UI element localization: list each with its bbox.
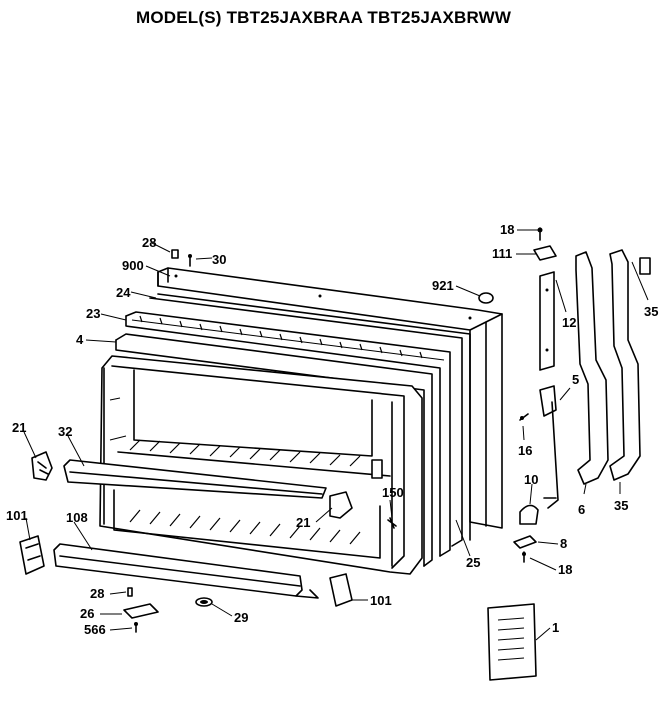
hinge-bracket-5 [539,385,559,509]
callout-150: 150 [382,485,404,500]
callout-108: 108 [66,510,88,525]
bottom-trim-bar [53,543,319,599]
callout-18-bottom: 18 [558,562,572,577]
door-gasket [149,293,471,547]
door-outer-panel [157,267,503,529]
callout-labels: 28 30 900 921 24 18 111 12 35 23 4 5 21 … [6,222,658,637]
callout-12: 12 [562,315,576,330]
door-handle-6 [575,251,609,485]
screw-28-top [171,249,179,259]
owners-manual-1 [487,603,537,681]
callout-566: 566 [84,622,106,637]
bracket-26 [123,603,159,619]
shelf-end-cap-21-left [31,451,53,481]
callout-16: 16 [518,443,532,458]
hinge-pin-8 [513,535,537,549]
callout-29: 29 [234,610,248,625]
bottom-end-cap-101-left [19,535,45,575]
callout-35-handle: 35 [614,498,628,513]
callout-4: 4 [76,332,84,347]
door-handle-35 [609,249,641,481]
callout-26: 26 [80,606,94,621]
door-frame-23 [125,311,451,557]
callout-24: 24 [116,285,131,300]
screw-18-bottom [522,551,526,563]
callout-23: 23 [86,306,100,321]
leader-lines [23,229,649,641]
callout-8: 8 [560,536,567,551]
callout-35-insert: 35 [644,304,658,319]
inner-door-liner [99,355,423,575]
page-title: MODEL(S) TBT25JAXBRAA TBT25JAXBRWW [136,8,512,27]
hinge-plate-12 [539,271,555,371]
screw-18-top [537,227,543,241]
callout-111: 111 [492,246,512,261]
callout-18-top: 18 [500,222,514,237]
callout-32: 32 [58,424,72,439]
grommet-29 [195,597,213,607]
screw-30 [188,254,192,267]
callout-28-bottom: 28 [90,586,104,601]
screw-566 [134,622,138,633]
screw-16 [519,413,529,421]
callout-6: 6 [578,502,585,517]
callout-101-right: 101 [370,593,392,608]
callout-1: 1 [552,620,559,635]
handle-insert-35 [639,257,651,275]
hinge-cap-111 [533,245,557,261]
callout-921: 921 [432,278,454,293]
callout-30: 30 [212,252,226,267]
callout-21-left: 21 [12,420,26,435]
callout-28-top: 28 [142,235,156,250]
shelf-end-cap-21-right [329,491,353,519]
door-shelf-bar [63,459,327,499]
bottom-end-cap-101-right [329,573,353,607]
callout-101-left: 101 [6,508,28,523]
plug-921 [478,292,494,304]
door-frame-4 [115,333,433,567]
callout-25: 25 [466,555,480,570]
callout-10: 10 [524,472,538,487]
screw-150 [387,517,397,529]
callout-900: 900 [122,258,144,273]
callout-21-right: 21 [296,515,310,530]
clip-28-bottom [127,587,133,597]
cam-10 [519,504,539,525]
callout-5: 5 [572,372,579,387]
